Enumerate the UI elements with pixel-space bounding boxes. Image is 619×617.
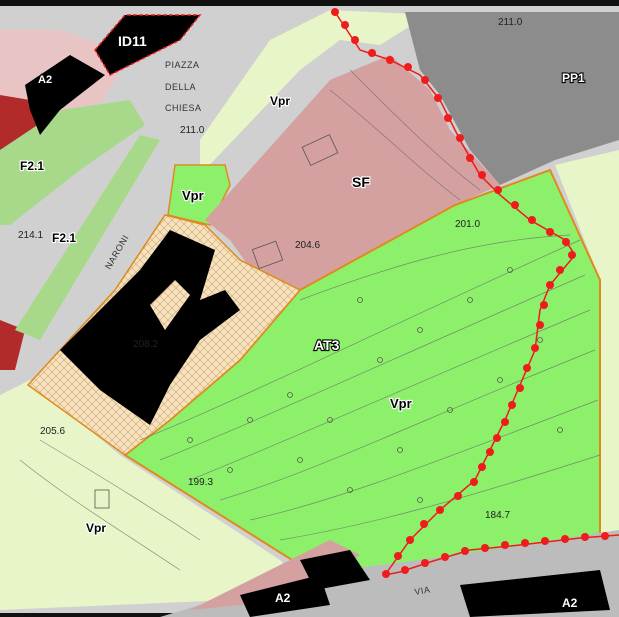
zone-vpr-top-pale: [200, 10, 440, 175]
label-at3: AT3: [314, 337, 340, 353]
elev-199: 199.3: [188, 477, 213, 488]
label-sf: SF: [352, 174, 370, 190]
elev-205: 205.6: [40, 426, 65, 437]
elev-184: 184.7: [485, 510, 510, 521]
zone-dark-red-left-2: [0, 320, 25, 370]
label-pp1: PP1: [562, 71, 585, 85]
zone-vpr-bottom-pale: [0, 380, 300, 610]
zone-sf: [205, 55, 500, 290]
zone-f2-1-a: [0, 100, 145, 225]
zone-f2-1-b: [15, 135, 160, 340]
elev-208: 208.2: [133, 339, 158, 350]
building-a2-top: [25, 55, 105, 135]
building-a2-bottom-right: [460, 570, 610, 617]
building-id11: [94, 14, 202, 76]
label-a2-top: A2: [38, 74, 52, 86]
elev-211-top: 211.0: [498, 17, 523, 28]
elev-204: 204.6: [295, 240, 320, 251]
elev-201: 201.0: [455, 219, 480, 230]
minor-structures: [94, 134, 339, 509]
label-vpr-small: Vpr: [182, 188, 204, 203]
boundary-red-dots: [331, 8, 609, 578]
zone-vpr-right-pale: [555, 150, 619, 540]
place-chiesa: CHIESA: [165, 103, 202, 113]
building-courtyard: [150, 280, 190, 330]
elev-211-mid: 211.0: [180, 125, 205, 136]
place-via: VIA: [414, 584, 432, 597]
label-f2-1-b: F2.1: [52, 231, 76, 245]
label-vpr-center: Vpr: [390, 396, 412, 411]
place-della: DELLA: [165, 82, 196, 92]
label-id11: ID11: [118, 33, 147, 49]
label-f2-1-a: F2.1: [20, 159, 44, 173]
label-vpr-bottom: Vpr: [86, 521, 106, 535]
label-vpr-top: Vpr: [270, 94, 290, 108]
building-a2-bottom-left: [240, 575, 330, 617]
place-piazza: PIAZZA: [165, 60, 200, 70]
label-a2-bottom-right: A2: [562, 596, 578, 610]
label-a2-bottom-left: A2: [275, 591, 291, 605]
elev-214: 214.1: [18, 230, 43, 241]
building-bottom-mid: [300, 550, 370, 590]
tree-symbols: [187, 267, 563, 503]
zone-pp1: [405, 12, 619, 185]
building-main: [60, 230, 240, 425]
top-border: [0, 0, 619, 6]
contour-lines: [19, 69, 601, 571]
